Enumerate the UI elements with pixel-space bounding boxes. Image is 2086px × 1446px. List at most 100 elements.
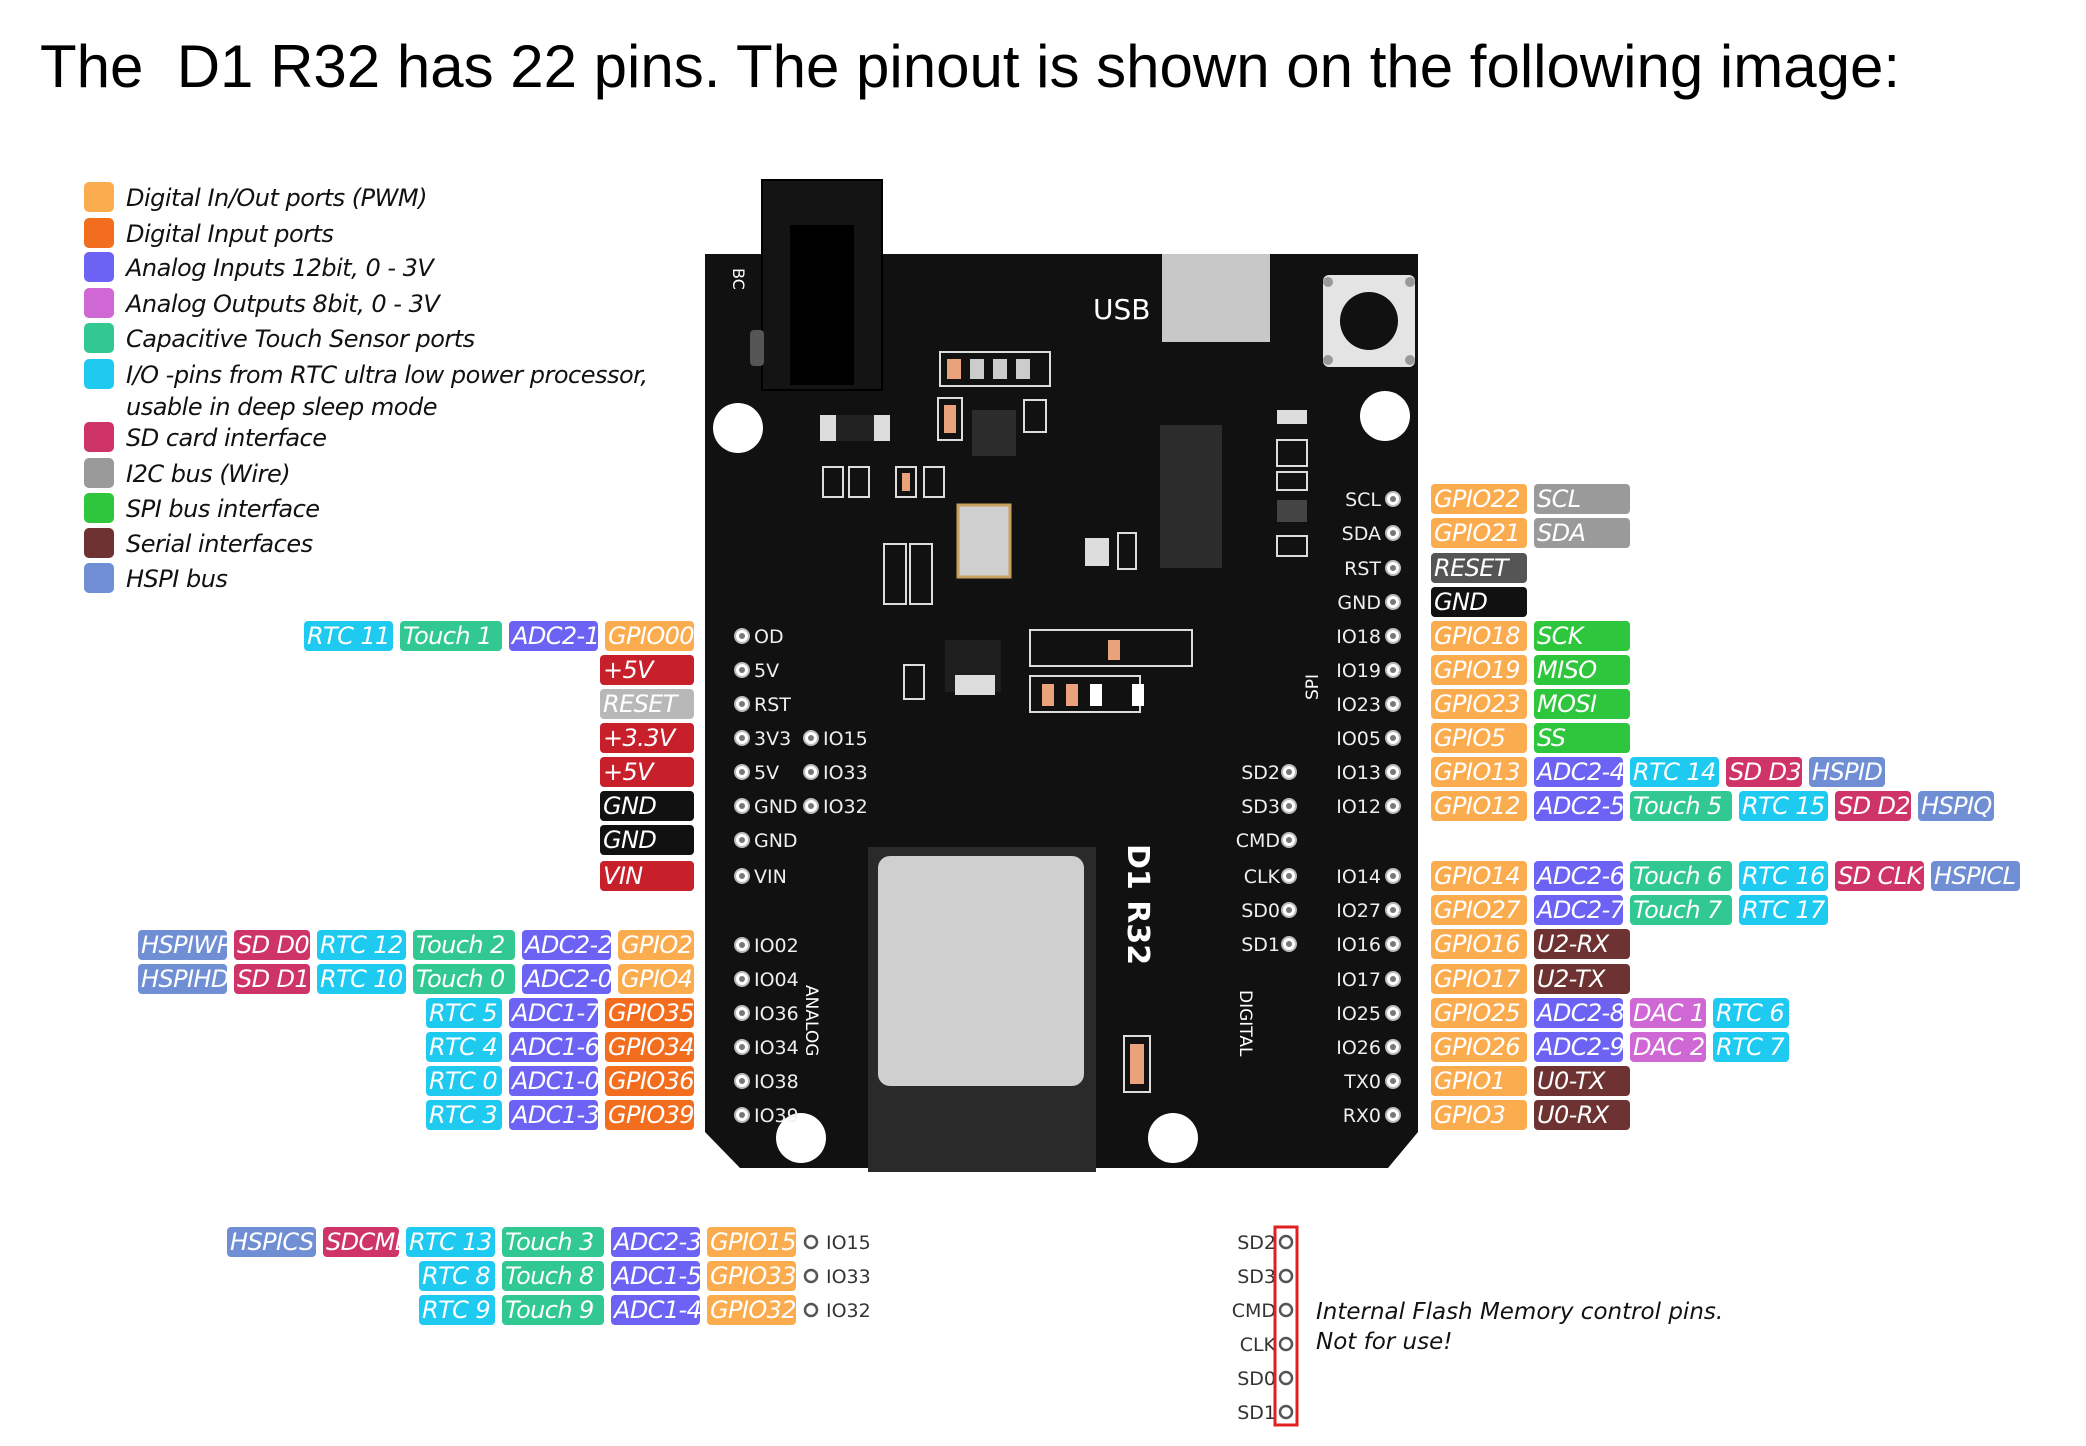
pin-tag: U2-TX xyxy=(1534,964,1630,994)
pin-tag: GPIO26 xyxy=(1431,1032,1527,1062)
pin-tag: HSPIQ xyxy=(1918,791,1994,821)
flash-pin-label: SD2 xyxy=(1237,1232,1276,1254)
pin-tag: RTC 12 xyxy=(317,930,406,960)
header-pin xyxy=(1281,832,1297,848)
pin-tag: U2-RX xyxy=(1534,929,1630,959)
pin-label: 5V xyxy=(754,762,779,784)
pin-label: GND xyxy=(1337,592,1381,614)
header-pin xyxy=(1385,1107,1401,1123)
pin-tag: RTC 7 xyxy=(1713,1032,1789,1062)
pin-label: IO14 xyxy=(1336,866,1381,888)
pin-tag: RTC 4 xyxy=(426,1032,502,1062)
header-pin xyxy=(734,1005,750,1021)
pin-tag: RTC 8 xyxy=(419,1261,495,1291)
legend-label: HSPI bus xyxy=(126,565,228,593)
pin-tag: GND xyxy=(1431,587,1527,617)
pin-tag: GPIO3 xyxy=(1431,1100,1527,1130)
pin-label: IO12 xyxy=(1336,796,1381,818)
flash-pin-label: SD3 xyxy=(1237,1266,1276,1288)
pin-tag: SD D1 xyxy=(234,964,310,994)
header-pin xyxy=(734,764,750,780)
header-pin xyxy=(1281,902,1297,918)
mount-hole xyxy=(1148,1113,1198,1163)
header-pin xyxy=(734,696,750,712)
legend-swatch xyxy=(84,218,114,248)
pin-tag: +5V xyxy=(600,655,694,685)
pin-tag: ADC2-0 xyxy=(522,964,611,994)
pin-label: SD3 xyxy=(1241,796,1280,818)
pin-tag: ADC1-5 xyxy=(611,1261,700,1291)
pin-label: OD xyxy=(754,626,784,648)
header-pin xyxy=(734,832,750,848)
pin-label: VIN xyxy=(754,866,787,888)
pin-tag: GPIO35 xyxy=(605,998,694,1028)
header-pin xyxy=(734,662,750,678)
pin-label: IO18 xyxy=(1336,626,1381,648)
header-pin xyxy=(1385,971,1401,987)
pin-tag: +5V xyxy=(600,757,694,787)
pin-tag: RESET xyxy=(1431,553,1527,583)
flash-pin xyxy=(1278,1268,1294,1284)
legend-item: Serial interfaces xyxy=(84,528,313,562)
pin-tag: GPIO17 xyxy=(1431,964,1527,994)
legend-swatch xyxy=(84,252,114,282)
legend-label: Serial interfaces xyxy=(126,530,313,558)
pin-tag: GPIO16 xyxy=(1431,929,1527,959)
pin-tag: RTC 10 xyxy=(317,964,406,994)
legend-label: Analog Outputs 8bit, 0 - 3V xyxy=(126,290,440,318)
flash-pin-label: SD1 xyxy=(1237,1402,1276,1424)
flash-pin xyxy=(1278,1302,1294,1318)
pin-tag: RTC 13 xyxy=(406,1227,495,1257)
pin-tag: GPIO5 xyxy=(1431,723,1527,753)
pin-label: IO26 xyxy=(1336,1037,1381,1059)
io-pin xyxy=(803,1268,819,1284)
header-pin xyxy=(1385,594,1401,610)
legend-label: I2C bus (Wire) xyxy=(126,460,291,488)
mount-hole xyxy=(713,403,763,453)
legend-item: Digital In/Out ports (PWM) xyxy=(84,182,427,216)
header-pin xyxy=(734,1073,750,1089)
pin-label: RST xyxy=(754,694,791,716)
pin-label: RST xyxy=(1344,558,1381,580)
pin-label: CMD xyxy=(1236,830,1280,852)
digital-label: DIGITAL xyxy=(1235,990,1255,1057)
pin-tag: GPIO15 xyxy=(707,1227,796,1257)
header-pin xyxy=(1385,868,1401,884)
pin-label: IO13 xyxy=(1336,762,1381,784)
header-pin xyxy=(734,971,750,987)
pin-tag: Touch 8 xyxy=(502,1261,604,1291)
pin-tag: Touch 5 xyxy=(1630,791,1732,821)
pin-tag: GPIO1 xyxy=(1431,1066,1527,1096)
header-pin xyxy=(1385,902,1401,918)
legend-swatch xyxy=(84,323,114,353)
header-pin xyxy=(734,937,750,953)
legend-swatch xyxy=(84,493,114,523)
pin-tag: SD D3 xyxy=(1726,757,1802,787)
esp32-module xyxy=(868,847,1096,1172)
reset-button xyxy=(1323,275,1415,367)
legend-label: Capacitive Touch Sensor ports xyxy=(126,325,475,353)
pin-tag: GPIO00 xyxy=(605,621,694,651)
pin-label: IO15 xyxy=(823,728,868,750)
pin-label: IO05 xyxy=(1336,728,1381,750)
analog-label: ANALOG xyxy=(801,985,821,1056)
legend-swatch xyxy=(84,563,114,593)
pin-label: IO36 xyxy=(754,1003,799,1025)
pin-tag: ADC2-7 xyxy=(1534,895,1623,925)
header-pin xyxy=(1385,662,1401,678)
header-pin xyxy=(803,764,819,780)
pin-tag: GPIO13 xyxy=(1431,757,1527,787)
pin-tag: GPIO27 xyxy=(1431,895,1527,925)
flash-pin xyxy=(1278,1234,1294,1250)
pin-tag: Touch 0 xyxy=(413,964,515,994)
header-pin xyxy=(1385,798,1401,814)
pin-label: IO27 xyxy=(1336,900,1381,922)
legend-swatch xyxy=(84,359,114,389)
legend-label: SD card interface xyxy=(126,424,327,452)
header-pin xyxy=(1385,764,1401,780)
pin-tag: Touch 3 xyxy=(502,1227,604,1257)
page-heading: The D1 R32 has 22 pins. The pinout is sh… xyxy=(40,33,1900,100)
legend-label: I/O -pins from RTC ultra low power proce… xyxy=(126,361,648,421)
pin-label: SD1 xyxy=(1241,934,1280,956)
header-pin xyxy=(1281,868,1297,884)
